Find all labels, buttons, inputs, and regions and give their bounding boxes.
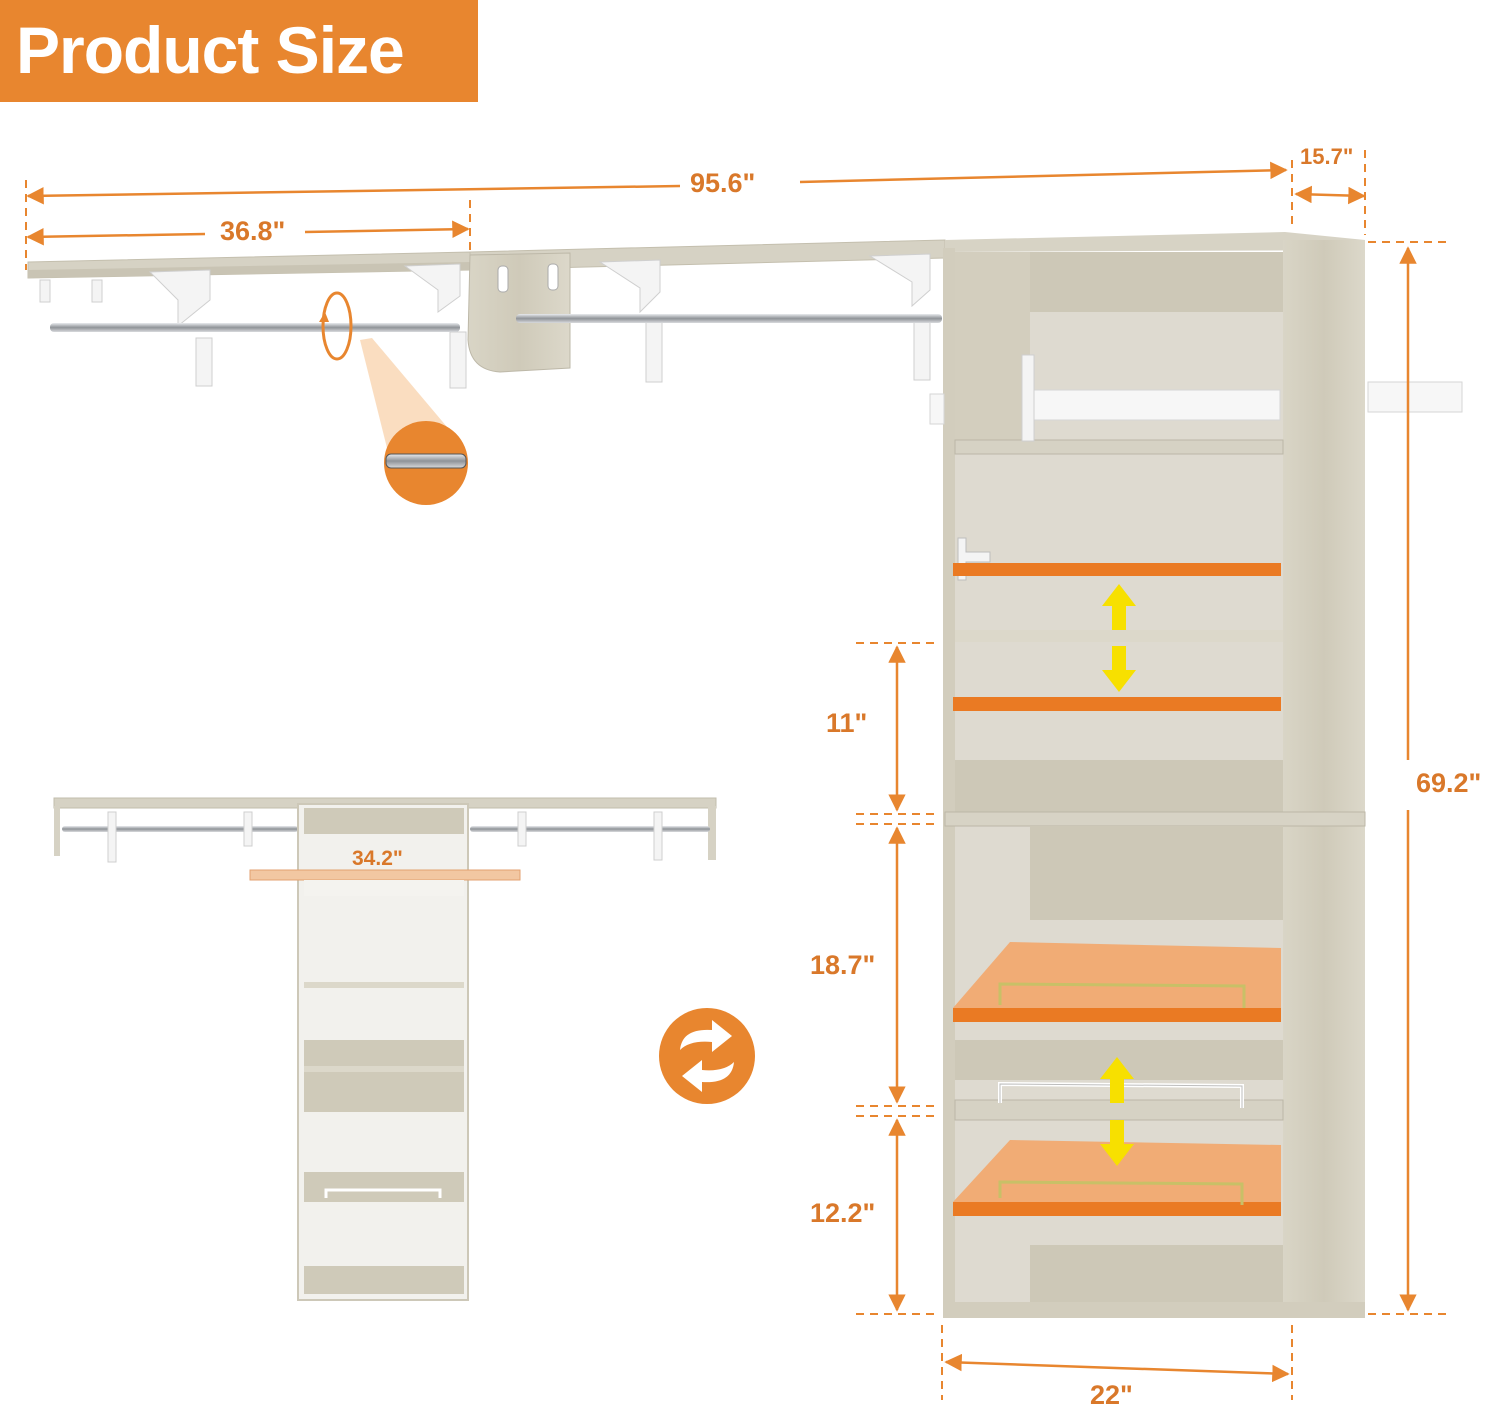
- dim-line-left-width: [26, 200, 471, 250]
- label-shelf-gap-middle: 18.7": [810, 950, 876, 980]
- label-height: 69.2": [1416, 768, 1482, 798]
- alternate-layout-diagram: [53, 797, 717, 1301]
- page-title: Product Size: [16, 13, 405, 87]
- adjust-arrow-icon: [1100, 584, 1136, 1166]
- label-shelf-gap-top: 11": [826, 708, 868, 738]
- tower-unit: [929, 232, 1463, 1318]
- top-shelf-assembly: [27, 239, 946, 389]
- label-alt-layout-width: 34.2": [352, 847, 403, 870]
- dim-line-depth: [1294, 150, 1366, 235]
- label-base-width: 22": [1090, 1380, 1133, 1410]
- title-banner: Product Size: [0, 0, 478, 102]
- dim-line-total-width: [25, 160, 1293, 270]
- label-shelf-gap-bottom: 12.2": [810, 1198, 876, 1228]
- dim-line-base-width: [941, 1325, 1293, 1400]
- label-left-section-width: 36.8": [220, 216, 286, 246]
- rod-detail-zoom-icon: [360, 338, 468, 505]
- label-total-width: 95.6": [690, 168, 756, 198]
- dim-line-height: [1368, 241, 1446, 1315]
- label-depth: 15.7": [1300, 142, 1354, 172]
- swap-arrows-icon: [659, 1008, 755, 1104]
